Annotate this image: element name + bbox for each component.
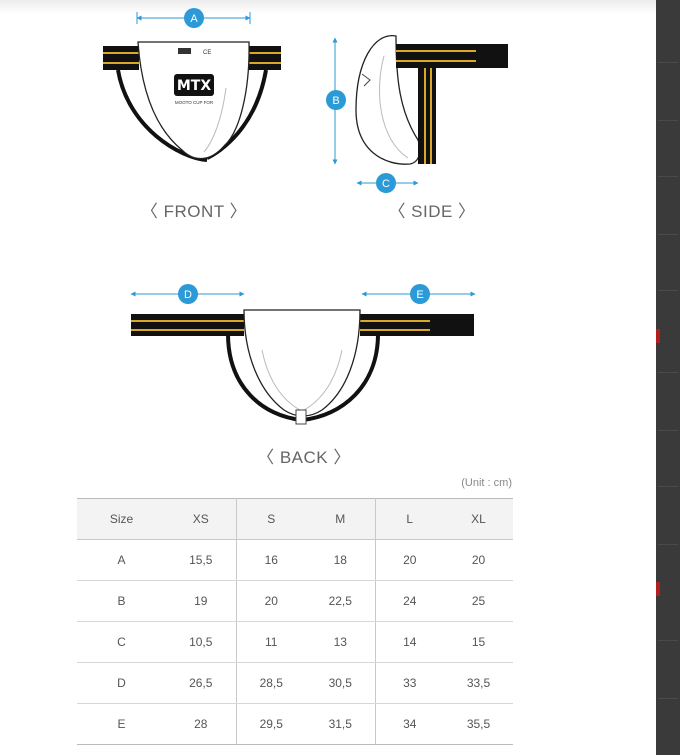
row-label: C: [77, 621, 166, 663]
cell: 20: [236, 580, 306, 622]
back-strap-right: [360, 314, 474, 336]
table-row: D 26,5 28,5 30,5 33 33,5: [77, 662, 513, 704]
product-diagram: MTX MOOTO CUP FOR CE A: [103, 8, 508, 425]
cell: 30,5: [306, 662, 376, 704]
header-s: S: [236, 498, 306, 540]
side-vertical-strap: [418, 68, 436, 164]
front-view: MTX MOOTO CUP FOR CE: [103, 41, 281, 162]
panel-line: [658, 372, 678, 373]
front-strap-right: [247, 46, 281, 70]
cell: 20: [375, 539, 444, 581]
cell: 29,5: [236, 703, 306, 745]
size-table-header: Size XS S M L XL: [77, 498, 513, 540]
side-cup: [355, 35, 421, 165]
table-row: B 19 20 22,5 24 25: [77, 580, 513, 622]
unit-label: (Unit : cm): [461, 477, 512, 489]
panel-line: [658, 120, 678, 121]
marker-c-label: C: [382, 178, 390, 190]
marker-b-label: B: [332, 95, 339, 107]
cell: 16: [236, 539, 306, 581]
ce-mark: CE: [203, 50, 211, 56]
cell: 15: [444, 621, 513, 663]
logo-text: MTX: [177, 78, 211, 94]
header-xs: XS: [166, 498, 237, 540]
caption-side: 〈 SIDE 〉: [388, 202, 476, 221]
cell: 33,5: [444, 662, 513, 704]
marker-a-label: A: [190, 13, 198, 25]
table-row: A 15,5 16 18 20 20: [77, 539, 513, 581]
panel-line: [658, 176, 678, 177]
cell: 13: [306, 621, 376, 663]
caption-front: 〈 FRONT 〉: [140, 202, 248, 221]
caption-back: 〈 BACK 〉: [257, 448, 351, 467]
cell: 28,5: [236, 662, 306, 704]
cell: 28: [166, 703, 237, 745]
back-cup: [243, 309, 361, 417]
panel-line: [658, 62, 678, 63]
panel-line: [658, 234, 678, 235]
front-tag: CE: [178, 48, 211, 56]
dimension-b: B: [326, 37, 346, 165]
header-m: M: [306, 498, 376, 540]
front-logo: MTX MOOTO CUP FOR: [174, 74, 214, 105]
back-strap-left: [131, 314, 244, 336]
cell: 24: [375, 580, 444, 622]
row-label: A: [77, 539, 166, 581]
dimension-d: D: [130, 284, 245, 304]
dimension-c: C: [356, 173, 419, 193]
panel-red-mark: [656, 329, 660, 343]
table-row: C 10,5 11 13 14 15: [77, 621, 513, 663]
table-row: E 28 29,5 31,5 34 35,5: [77, 703, 513, 745]
front-strap-left: [103, 46, 139, 70]
cell: 22,5: [306, 580, 376, 622]
cell: 35,5: [444, 703, 513, 745]
dimension-a: A: [136, 8, 251, 28]
cell: 11: [236, 621, 306, 663]
header-xl: XL: [444, 498, 513, 540]
header-l: L: [375, 498, 444, 540]
header-size: Size: [77, 498, 166, 540]
cell: 18: [306, 539, 376, 581]
panel-line: [658, 486, 678, 487]
cell: 33: [375, 662, 444, 704]
panel-line: [658, 290, 678, 291]
cell: 14: [375, 621, 444, 663]
marker-e-label: E: [416, 289, 423, 301]
cell: 26,5: [166, 662, 237, 704]
cell: 10,5: [166, 621, 237, 663]
side-scroll-panel[interactable]: [656, 0, 680, 755]
side-view: [355, 35, 508, 165]
panel-line: [658, 640, 678, 641]
panel-line: [658, 544, 678, 545]
dimension-e: E: [361, 284, 476, 304]
cell: 34: [375, 703, 444, 745]
panel-line: [658, 698, 678, 699]
logo-subtext: MOOTO CUP FOR: [175, 100, 214, 105]
cell: 25: [444, 580, 513, 622]
front-cup: [137, 41, 250, 160]
cell: 31,5: [306, 703, 376, 745]
row-label: E: [77, 703, 166, 745]
back-view: [131, 309, 474, 425]
top-fade: [0, 0, 656, 14]
back-buckle: [295, 409, 307, 425]
size-table: Size XS S M L XL A 15,5 16 18 20 20 B 19…: [77, 498, 513, 745]
row-label: B: [77, 580, 166, 622]
row-label: D: [77, 662, 166, 704]
cell: 20: [444, 539, 513, 581]
marker-d-label: D: [184, 289, 192, 301]
cell: 15,5: [166, 539, 237, 581]
cell: 19: [166, 580, 237, 622]
panel-line: [658, 430, 678, 431]
panel-red-mark: [656, 582, 660, 596]
side-waistband: [396, 44, 508, 68]
